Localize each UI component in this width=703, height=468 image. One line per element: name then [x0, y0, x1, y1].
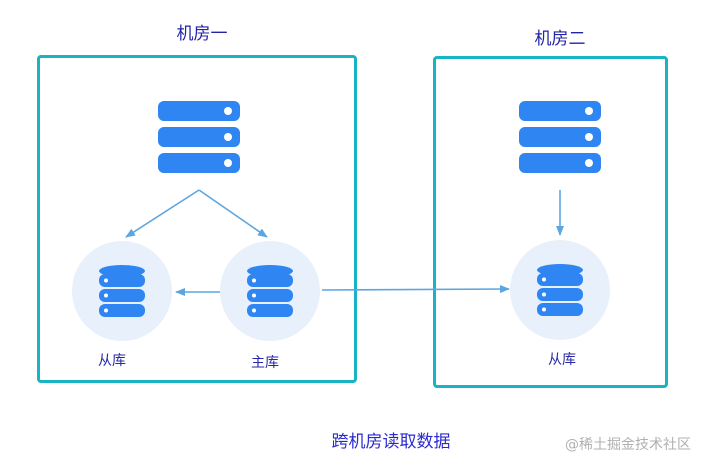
diagram-caption: 跨机房读取数据: [331, 432, 451, 452]
arrow-master-to-slave2: [321, 285, 510, 294]
arrow-server1-to-master: [198, 189, 268, 238]
room-two-box: [433, 56, 668, 388]
server-rack-icon: [519, 101, 601, 173]
watermark: @稀土掘金技术社区: [565, 437, 691, 453]
database-icon: [537, 264, 583, 316]
room-one-box: [37, 55, 357, 383]
master-db: [220, 241, 320, 341]
slave-two-label: 从库: [548, 352, 576, 368]
arrow-server1-to-slave1: [125, 189, 200, 238]
slave-db-room-one: [72, 241, 172, 341]
room-two-title: 机房二: [534, 29, 586, 49]
slave-db-room-two: [510, 240, 610, 340]
database-icon: [247, 265, 293, 317]
slave-one-label: 从库: [98, 353, 126, 369]
room-one-title: 机房一: [176, 24, 228, 44]
server-rack-icon: [158, 101, 240, 173]
database-icon: [99, 265, 145, 317]
master-label: 主库: [251, 355, 279, 371]
